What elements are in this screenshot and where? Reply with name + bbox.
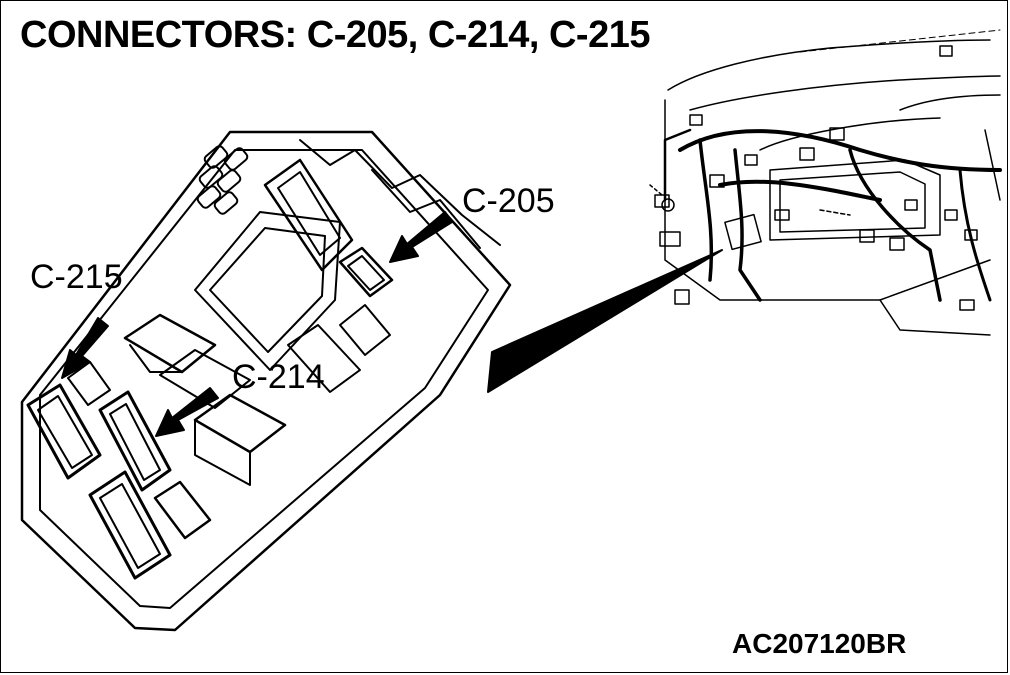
callout-label-c215: C-215: [30, 258, 123, 296]
arrow-c214: [155, 387, 219, 437]
dash-contour-line: [799, 29, 1001, 53]
diagram-title: CONNECTORS: C-205, C-214, C-215: [20, 14, 650, 56]
figure-id: AC207120BR: [732, 628, 907, 659]
callout-label-c205: C-205: [462, 182, 555, 220]
connector-c214-shape: [98, 390, 172, 492]
arrow-c205: [389, 211, 453, 263]
callout-arrows: [61, 211, 453, 437]
fuse-windows: [196, 145, 249, 215]
junction-block-drawing: [20, 130, 512, 632]
callout-label-c214: C-214: [232, 358, 325, 396]
connector-c205-shape: [338, 246, 394, 298]
dashboard-harness-drawing: [649, 39, 1002, 336]
arrow-c215: [61, 317, 109, 379]
pointer-wedge: [487, 249, 723, 393]
